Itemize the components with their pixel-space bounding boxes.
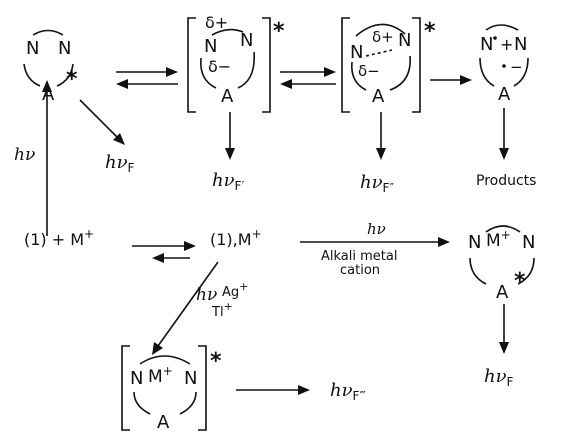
ring-left-arc <box>469 257 487 285</box>
acceptor-label: A <box>372 86 385 107</box>
delta-plus-label: δ+ <box>372 28 394 46</box>
emission-arrow-f2 <box>376 112 386 160</box>
alkali-hv-label: hν <box>367 220 386 238</box>
bridge-arc <box>32 29 64 36</box>
acceptor-label: A <box>498 84 511 105</box>
ring-left-arc <box>479 57 495 87</box>
alkali-complexed-excited: N M+ N A * <box>468 225 535 303</box>
ring-right-arc <box>237 51 255 89</box>
thallium-label: Tl+ <box>211 300 233 320</box>
delta-minus-label: δ− <box>358 62 380 80</box>
bracket-right <box>198 345 207 431</box>
nitrogen-left-label: N <box>204 36 217 57</box>
excitation-hv-label: hν <box>14 145 35 165</box>
cation-label: M+ <box>148 364 173 387</box>
equilibrium-arrows-2 <box>280 67 336 89</box>
nitrogen-left-label: N <box>350 42 363 63</box>
heavy-hv-label: hν <box>196 285 217 305</box>
nitrogen-left-label: N <box>468 232 481 253</box>
nitrogen-right-label: N <box>514 34 527 55</box>
ring-right-arc <box>513 57 529 87</box>
emission-arrow-f3 <box>236 385 310 395</box>
radical-ion-pair: N + N − A <box>479 24 529 105</box>
nitrogen-right-label: N <box>522 232 535 253</box>
bridge-arc <box>485 24 519 31</box>
emission-f1-label: hνF′ <box>212 170 244 193</box>
excited-star: * <box>210 349 222 374</box>
products-label: Products <box>476 173 536 189</box>
emission-arrow-f <box>79 99 125 145</box>
bracket-left <box>187 17 196 113</box>
cation-label: M+ <box>486 228 511 251</box>
excitation-arrow <box>42 80 52 236</box>
ring-left-arc <box>199 57 217 89</box>
nitrogen-right-label: N <box>240 30 253 51</box>
arrow-to-radical-pair <box>430 75 472 85</box>
emission-f-alkali-label: hνF <box>484 366 514 389</box>
emission-f3-label: hνF‴ <box>330 380 366 403</box>
silver-label: Ag+ <box>222 280 248 300</box>
acceptor-label: A <box>157 412 170 433</box>
bridge-arc <box>355 23 406 37</box>
ring-left-arc <box>350 61 367 91</box>
nitrogen-left-label: N <box>480 34 493 55</box>
bracket-right <box>262 17 271 113</box>
ring-left-arc <box>133 391 151 415</box>
emission-f-label: hνF <box>105 152 135 175</box>
radical-dot-lower <box>502 64 506 68</box>
acceptor-label: A <box>496 282 509 303</box>
nitrogen-right-label: N <box>58 38 71 59</box>
emission-arrow-f-alkali <box>499 304 509 354</box>
delta-minus-label: δ− <box>208 57 231 76</box>
ring-right-arc <box>56 63 74 87</box>
complexed-excited: N M+ N A * <box>121 345 222 433</box>
nitrogen-left-label: N <box>26 38 39 59</box>
excited-star: * <box>514 269 526 294</box>
excited-star: * <box>66 67 78 92</box>
alkali-cation-label: cation <box>340 263 380 278</box>
ring-right-arc <box>517 257 535 285</box>
bridge-arc <box>139 355 191 365</box>
emission-f2-label: hνF″ <box>360 172 394 195</box>
ring-right-arc <box>179 391 197 415</box>
minus-charge: − <box>510 58 523 76</box>
bridge-arc <box>211 28 244 36</box>
complex-label: (1),M+ <box>210 227 262 249</box>
ring-right-arc <box>389 55 411 91</box>
excited-star: * <box>273 19 285 44</box>
ict-state-1: δ+ N N δ− A * <box>187 13 285 113</box>
nitrogen-right-label: N <box>184 368 197 389</box>
emission-arrow-f1 <box>225 112 235 160</box>
products-arrow <box>499 108 509 160</box>
alkali-excitation-arrow <box>300 237 450 247</box>
dashed-bond <box>365 49 393 57</box>
nitrogen-right-label: N <box>398 30 411 51</box>
bracket-right <box>412 17 421 113</box>
heavy-metal-excitation-arrow <box>152 261 219 355</box>
acceptor-label: A <box>221 86 234 107</box>
ict-state-2: δ+ N N δ− A * <box>341 17 436 113</box>
delta-plus-label: δ+ <box>205 13 228 32</box>
ring-left-arc <box>23 63 41 87</box>
alkali-metal-label: Alkali metal <box>321 249 397 264</box>
radical-dot <box>493 36 497 40</box>
nitrogen-left-label: N <box>130 368 143 389</box>
bridge-arc <box>485 225 521 233</box>
plus-charge: + <box>500 35 513 54</box>
equilibrium-arrows-1 <box>116 67 178 89</box>
excited-star: * <box>424 19 436 44</box>
free-ligand-plus-cation: (1) + M+ <box>24 227 94 249</box>
complexation-equilibrium-arrows <box>132 241 196 263</box>
bracket-left <box>121 345 130 431</box>
bracket-left <box>341 17 350 113</box>
excited-fluorophore: N N A * <box>23 29 78 105</box>
